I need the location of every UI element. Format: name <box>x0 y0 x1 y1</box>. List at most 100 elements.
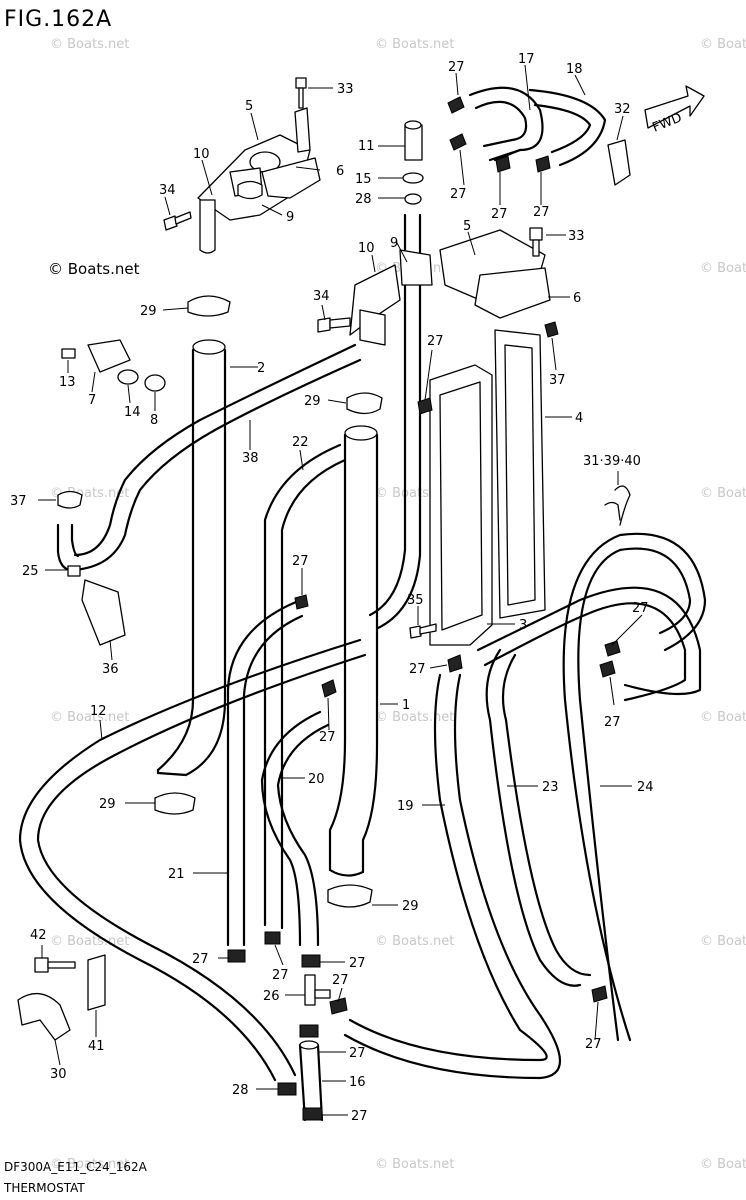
hose-22-edge <box>280 458 347 930</box>
label-27: 27 <box>604 715 621 730</box>
figure-title: FIG.162A <box>4 7 112 32</box>
label-2: 2 <box>257 361 265 376</box>
label-27: 27 <box>272 968 289 983</box>
label-32: 32 <box>614 102 631 117</box>
hose-2-edge <box>184 348 227 777</box>
watermark: © Boats.net <box>50 37 129 52</box>
watermark: © Boats.net <box>700 934 746 949</box>
label-30: 30 <box>50 1067 67 1082</box>
label-10: 10 <box>358 241 375 256</box>
label-11: 11 <box>358 139 375 154</box>
hose-19-edge <box>343 673 562 1080</box>
label-34: 34 <box>313 289 330 304</box>
label-27: 27 <box>349 1046 366 1061</box>
label-25: 25 <box>22 564 39 579</box>
label-12: 12 <box>90 704 107 719</box>
label-4: 4 <box>575 411 583 426</box>
watermark: © Boats.net <box>375 1157 454 1172</box>
label-17: 17 <box>518 52 535 67</box>
label-27: 27 <box>448 60 465 75</box>
label-31-39-40: 31·39·40 <box>583 454 641 469</box>
watermark: © Boats.net <box>700 710 746 725</box>
label-18: 18 <box>566 62 583 77</box>
label-42: 42 <box>30 928 47 943</box>
label-41: 41 <box>88 1039 105 1054</box>
watermark: © Boats.net <box>700 486 746 501</box>
plate-3 <box>429 364 493 646</box>
watermark: © Boats.net <box>700 1157 746 1172</box>
label-6: 6 <box>573 291 581 306</box>
hose-9-edge <box>376 213 422 630</box>
hose-1 <box>328 433 347 872</box>
small-parts <box>17 77 631 1041</box>
hose-17b <box>493 148 522 162</box>
hose-23-lower-edge <box>501 653 592 977</box>
label-13: 13 <box>59 375 76 390</box>
watermark: © Boats.net <box>375 934 454 949</box>
label-16: 16 <box>349 1075 366 1090</box>
label-37: 37 <box>549 373 566 388</box>
label-9: 9 <box>390 236 398 251</box>
fwd-arrow-icon: FWD <box>644 85 705 136</box>
label-27: 27 <box>585 1037 602 1052</box>
label-21: 21 <box>168 867 185 882</box>
label-24: 24 <box>637 780 654 795</box>
label-27: 27 <box>427 334 444 349</box>
part-labels: 33 5 10 6 9 34 29 27 17 18 32 11 15 28 2… <box>10 52 654 1124</box>
label-27: 27 <box>192 952 209 967</box>
hose-21 <box>226 600 298 947</box>
watermark: © Boats.net <box>50 710 129 725</box>
hose-21-edge <box>242 614 304 947</box>
label-27: 27 <box>332 973 349 988</box>
label-1: 1 <box>402 698 410 713</box>
label-27: 27 <box>450 187 467 202</box>
label-27: 27 <box>349 956 366 971</box>
hose-20 <box>260 710 322 947</box>
hose-23-edge <box>483 602 687 702</box>
plate-3-gasket-4 <box>429 329 546 646</box>
label-35: 35 <box>407 593 424 608</box>
label-5: 5 <box>463 219 471 234</box>
hose-1-edge <box>361 433 379 874</box>
hose-1-top <box>344 425 378 441</box>
hose-38-edge <box>70 358 362 572</box>
watermark: © Boats.net <box>700 261 746 276</box>
hose-24-edge <box>562 532 707 1042</box>
hose-18 <box>528 88 607 167</box>
hose-23-lower <box>485 648 582 987</box>
label-33: 33 <box>568 229 585 244</box>
thermostat-cover-right <box>349 229 551 346</box>
label-28: 28 <box>232 1083 249 1098</box>
label-27: 27 <box>319 730 336 745</box>
figure-name: THERMOSTAT <box>3 1181 85 1195</box>
label-19: 19 <box>397 799 414 814</box>
label-29: 29 <box>140 304 157 319</box>
label-8: 8 <box>150 413 158 428</box>
label-29: 29 <box>304 394 321 409</box>
hose-12-edge <box>36 653 367 1077</box>
label-28: 28 <box>355 192 372 207</box>
label-23: 23 <box>542 780 559 795</box>
label-27: 27 <box>409 662 426 677</box>
label-20: 20 <box>308 772 325 787</box>
label-14: 14 <box>124 405 141 420</box>
label-26: 26 <box>263 989 280 1004</box>
label-37: 37 <box>10 494 27 509</box>
label-3: 3 <box>519 618 527 633</box>
label-27: 27 <box>491 207 508 222</box>
hose-24 <box>577 547 692 1042</box>
hose-2-top <box>192 339 226 355</box>
label-27: 27 <box>292 554 309 569</box>
hoses <box>18 86 707 1122</box>
label-34: 34 <box>159 183 176 198</box>
hose-9 <box>368 213 407 617</box>
label-38: 38 <box>242 451 259 466</box>
boats-net-watermark: © Boats.net <box>48 260 140 278</box>
hose-38 <box>73 343 357 557</box>
hose-17 <box>468 86 544 162</box>
gasket-4 <box>494 329 546 619</box>
clamps <box>57 96 621 1121</box>
label-15: 15 <box>355 172 372 187</box>
hose-20-edge <box>276 723 330 947</box>
